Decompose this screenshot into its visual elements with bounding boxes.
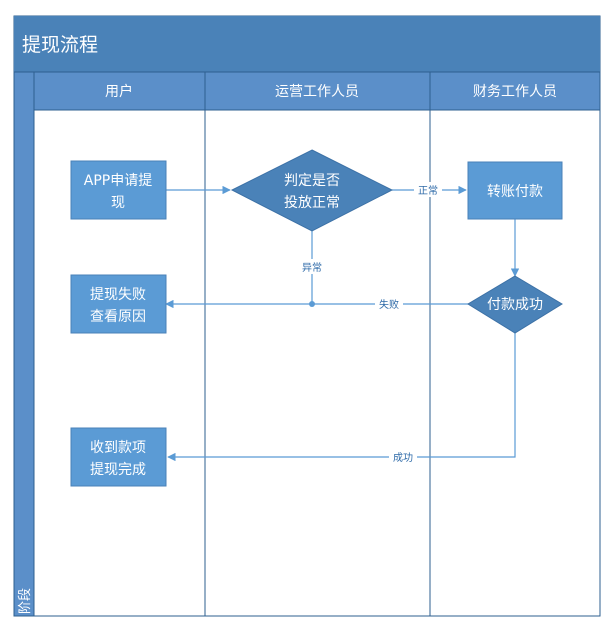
edge-paysuccess-success-to-received — [167, 333, 516, 462]
node-check — [230, 149, 394, 232]
title-bar — [14, 16, 600, 72]
node-apply-line2: 现 — [111, 195, 125, 211]
node-transfer — [467, 161, 563, 220]
node-pay-success — [467, 275, 563, 334]
stage-label: 阶段 — [18, 588, 33, 614]
node-apply — [70, 160, 167, 220]
lane-header-finance — [429, 71, 601, 111]
diagram-title: 提现流程 — [22, 34, 98, 56]
node-received-line2: 提现完成 — [90, 462, 146, 478]
lane-header-user — [33, 71, 206, 111]
node-received — [70, 427, 167, 487]
stage-column — [13, 71, 35, 617]
edge-label-success: 成功 — [393, 452, 413, 464]
node-check-line1: 判定是否 — [284, 173, 340, 189]
lane-title-ops: 运营工作人员 — [275, 84, 359, 100]
node-fail-view-line2: 查看原因 — [90, 309, 146, 325]
node-apply-line1: APP申请提 — [84, 173, 152, 189]
lane-title-user: 用户 — [105, 83, 133, 100]
node-fail-view-line1: 提现失败 — [90, 287, 146, 303]
edge-label-abnormal: 异常 — [302, 261, 322, 274]
node-received-line1: 收到款项 — [90, 440, 146, 456]
node-fail-view — [70, 274, 167, 334]
edge-label-failed: 失败 — [379, 298, 399, 311]
node-transfer-line1: 转账付款 — [487, 184, 543, 200]
edge-label-normal: 正常 — [418, 184, 438, 197]
lane-title-finance: 财务工作人员 — [473, 84, 557, 100]
node-check-line2: 投放正常 — [284, 195, 340, 211]
node-pay-success-line1: 付款成功 — [487, 297, 543, 313]
lane-header-ops — [204, 71, 431, 111]
